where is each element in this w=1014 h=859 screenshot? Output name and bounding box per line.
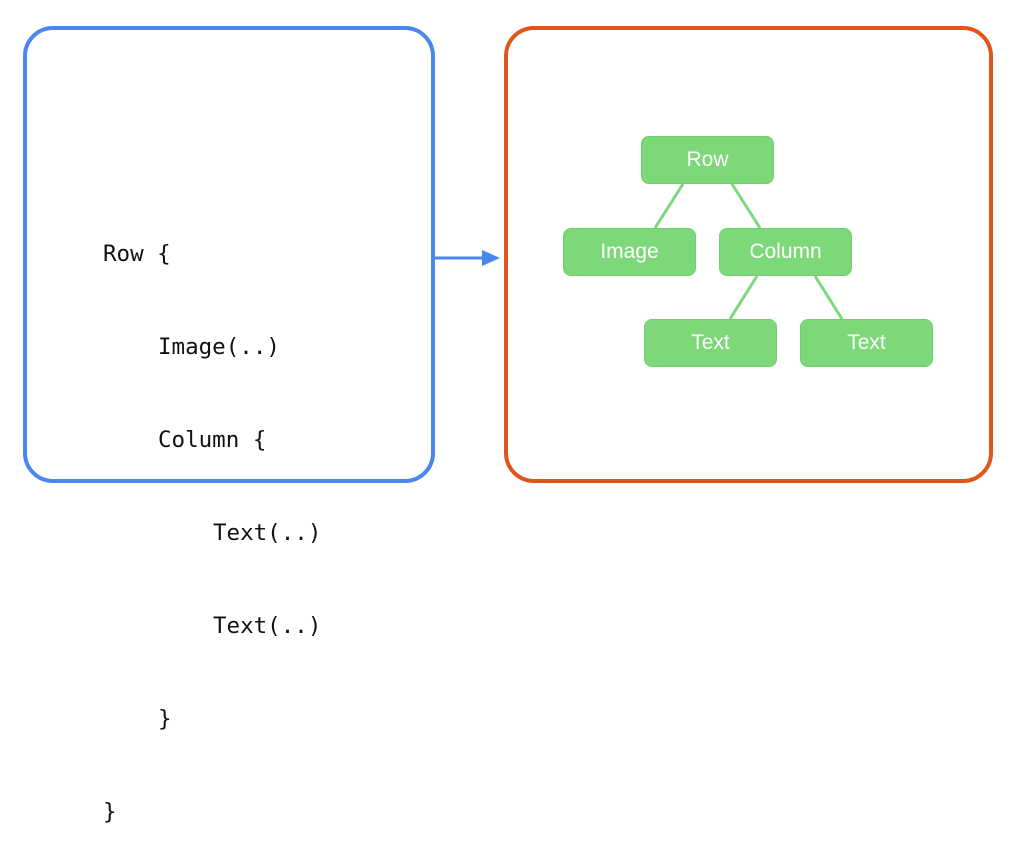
- code-line: Text(..): [213, 613, 322, 639]
- tree-panel: [504, 26, 993, 483]
- node-row: Row: [641, 136, 774, 184]
- node-text-2: Text: [800, 319, 933, 367]
- code-line: Column {: [158, 427, 267, 453]
- code-line: Row {: [103, 241, 171, 267]
- edge-row-image: [653, 183, 685, 229]
- edge-row-column: [730, 183, 762, 229]
- code-line: Image(..): [158, 334, 280, 360]
- code-line: }: [103, 799, 117, 825]
- connectors: [435, 183, 844, 320]
- code-panel: [23, 26, 435, 483]
- edge-column-text2: [813, 275, 844, 320]
- edge-column-text1: [728, 275, 759, 320]
- node-column: Column: [719, 228, 852, 276]
- arrow: [435, 250, 500, 266]
- node-text-1: Text: [644, 319, 777, 367]
- code-line: }: [158, 706, 172, 732]
- node-image: Image: [563, 228, 696, 276]
- code-line: Text(..): [213, 520, 322, 546]
